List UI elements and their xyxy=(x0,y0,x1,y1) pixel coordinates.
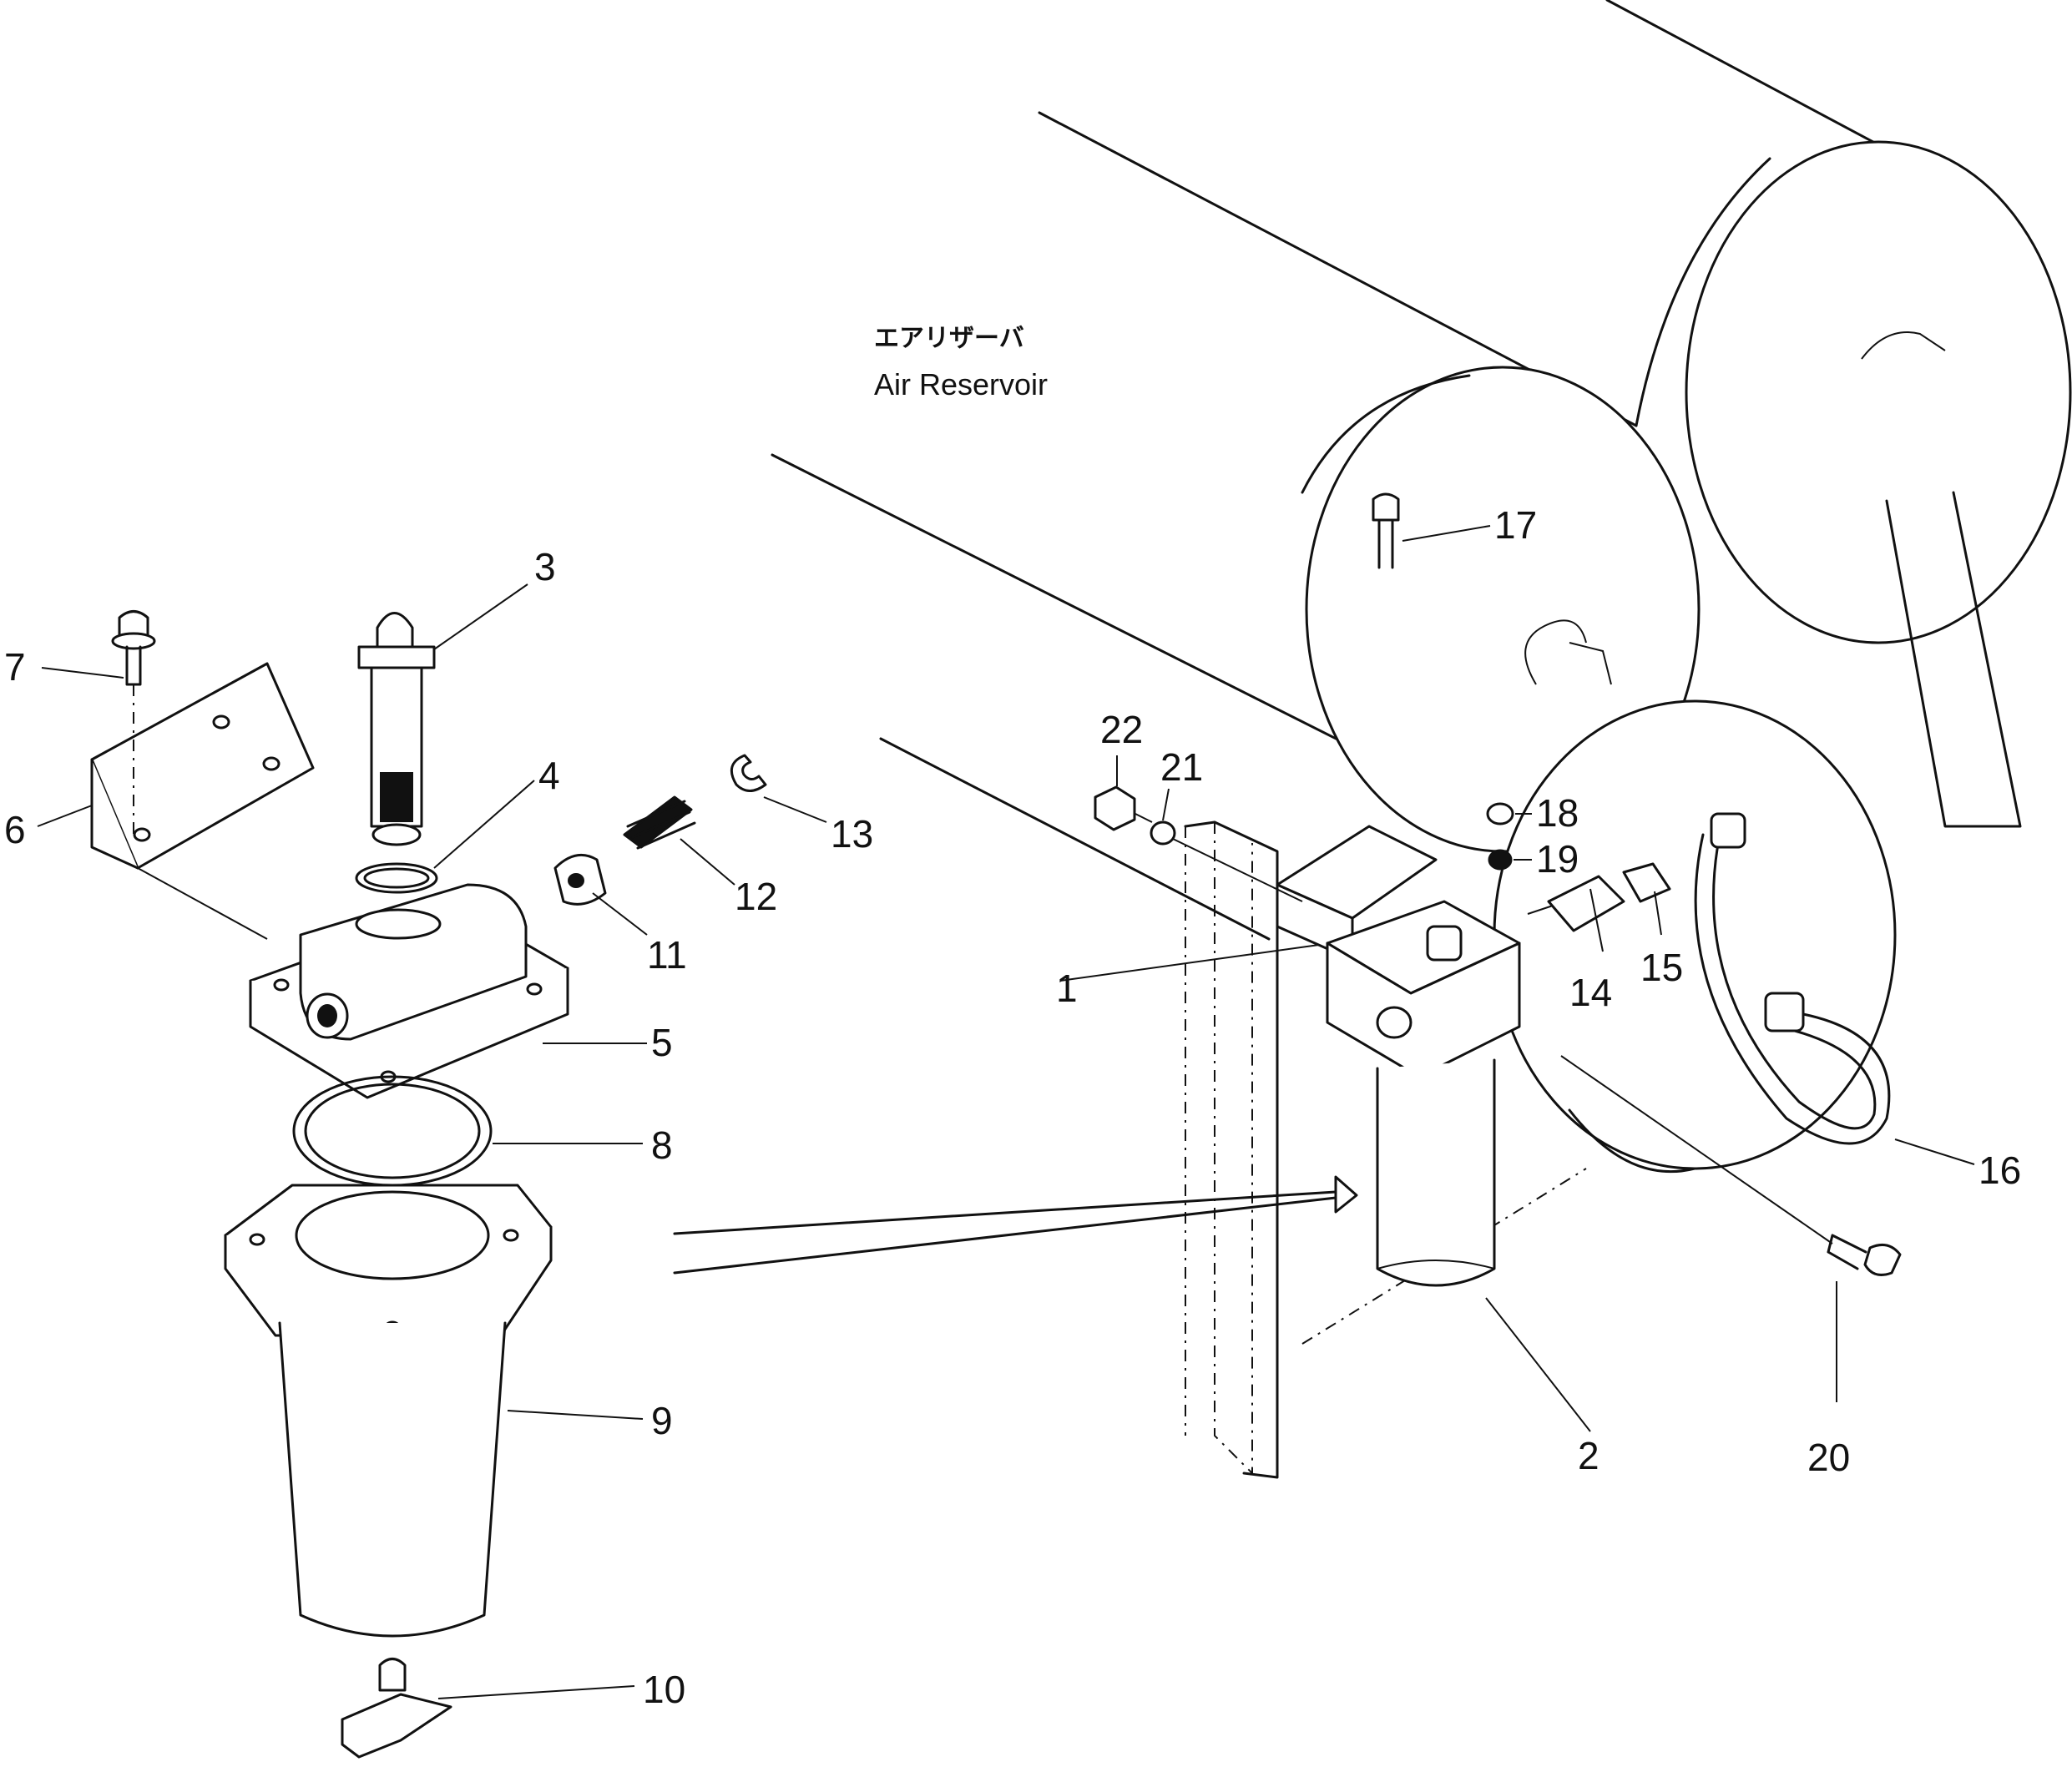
callout-6: 6 xyxy=(4,808,26,851)
callout-15: 15 xyxy=(1640,946,1683,989)
callout-19: 19 xyxy=(1536,837,1579,881)
callout-5: 5 xyxy=(651,1021,673,1064)
callout-3: 3 xyxy=(534,545,556,588)
callout-8: 8 xyxy=(651,1123,673,1167)
callout-20: 20 xyxy=(1807,1436,1850,1479)
callout-9: 9 xyxy=(651,1399,673,1442)
callout-4: 4 xyxy=(538,754,560,797)
callout-10: 10 xyxy=(643,1668,685,1711)
callout-13: 13 xyxy=(831,812,873,856)
callout-12: 12 xyxy=(735,875,777,918)
air-reservoir-assembly xyxy=(771,0,2072,1479)
leader-lines xyxy=(37,525,1975,1699)
title-japanese: エアリザーバ xyxy=(874,324,1024,353)
callout-7: 7 xyxy=(4,645,26,689)
callout-1: 1 xyxy=(1056,967,1078,1010)
exploded-valve-assembly xyxy=(90,610,1358,1759)
callout-16: 16 xyxy=(1979,1149,2021,1192)
callout-11: 11 xyxy=(647,933,687,977)
title-english: Air Reservoir xyxy=(874,367,1048,401)
callout-22: 22 xyxy=(1100,708,1143,751)
callout-14: 14 xyxy=(1569,971,1612,1014)
callout-labels: 1 2 3 4 5 6 7 8 9 10 11 12 13 14 15 16 1… xyxy=(4,503,2021,1711)
callout-2: 2 xyxy=(1578,1434,1599,1477)
callout-18: 18 xyxy=(1536,791,1579,835)
callout-17: 17 xyxy=(1494,503,1537,547)
callout-21: 21 xyxy=(1160,745,1203,789)
